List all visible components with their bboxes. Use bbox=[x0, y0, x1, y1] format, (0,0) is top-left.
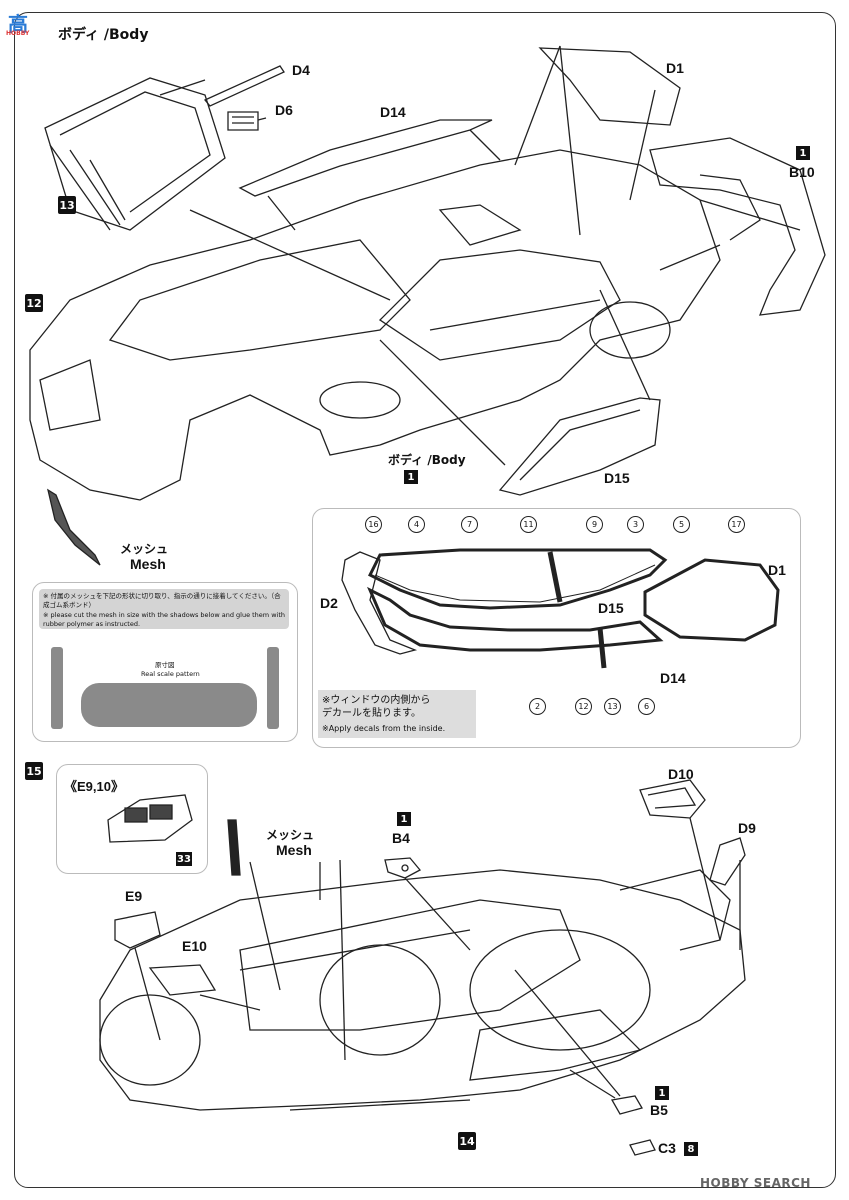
b4-sub-badge: 1 bbox=[397, 812, 411, 826]
section-title: ボディ /Body bbox=[58, 27, 149, 43]
decal-3: 3 bbox=[627, 516, 644, 533]
label-b10: B10 bbox=[789, 164, 815, 180]
part-d4 bbox=[205, 66, 284, 106]
window-d1 bbox=[645, 560, 778, 640]
decal-2: 2 bbox=[529, 698, 546, 715]
pattern-label-jp: 原寸図 bbox=[155, 661, 175, 669]
decal-9: 9 bbox=[586, 516, 603, 533]
mesh-pattern-left bbox=[51, 647, 63, 729]
logo-subtext: HOBBY bbox=[6, 30, 30, 37]
decal-13: 13 bbox=[604, 698, 621, 715]
part-d6 bbox=[228, 112, 258, 130]
decal-7: 7 bbox=[461, 516, 478, 533]
label-b5: B5 bbox=[650, 1102, 668, 1118]
mesh-strip-12 bbox=[48, 490, 100, 565]
b10-sub-badge: 1 bbox=[796, 146, 810, 160]
part-d15-window bbox=[500, 398, 660, 495]
page-frame bbox=[14, 12, 836, 1188]
label-d14: D14 bbox=[380, 104, 406, 120]
step-13-badge: 13 bbox=[58, 196, 76, 214]
decal-17: 17 bbox=[728, 516, 745, 533]
c3-sub-badge: 8 bbox=[684, 1142, 698, 1156]
part-c3 bbox=[630, 1140, 655, 1155]
label-d1: D1 bbox=[666, 60, 684, 76]
window-decal-panel bbox=[312, 508, 801, 748]
decal-6: 6 bbox=[638, 698, 655, 715]
part-d10 bbox=[640, 780, 705, 818]
window-d2 bbox=[342, 552, 415, 654]
label-d10: D10 bbox=[668, 766, 694, 782]
label-d15-panel: D15 bbox=[598, 600, 624, 616]
inset-e910-title: 《E9,10》 bbox=[64, 779, 124, 794]
pattern-label-en: Real scale pattern bbox=[141, 670, 200, 678]
decal-note-jp: ※ウィンドウの内側から デカールを貼ります。 bbox=[322, 695, 431, 719]
watermark: HOBBY SEARCH bbox=[700, 1176, 811, 1190]
part-b4 bbox=[385, 858, 420, 878]
label-d2: D2 bbox=[320, 595, 338, 611]
label-d14-panel: D14 bbox=[660, 670, 686, 686]
label-c3: C3 bbox=[658, 1140, 676, 1156]
part-d9 bbox=[710, 838, 745, 885]
mesh-note-bg bbox=[39, 589, 289, 629]
label-d6: D6 bbox=[275, 102, 293, 118]
mesh-label-jp-15: メッシュ bbox=[266, 828, 315, 842]
car-underbody-outline bbox=[100, 870, 745, 1110]
mesh-strip-15 bbox=[228, 820, 240, 875]
site-logo: 高 HOBBY bbox=[6, 8, 42, 38]
mesh-pattern-right bbox=[267, 647, 279, 729]
mesh-note-panel: ※ 付属のメッシュを下記の形状に切り取り、指示の通りに接着してください。（合成ゴ… bbox=[32, 582, 298, 742]
mesh-note-en: ※ please cut the mesh in size with the s… bbox=[43, 611, 285, 628]
mesh-pattern-center bbox=[81, 683, 257, 727]
label-body: ボディ /Body bbox=[388, 453, 466, 467]
decal-note-en: ※Apply decals from the inside. bbox=[322, 724, 446, 733]
window-d14 bbox=[370, 590, 660, 650]
decal-5: 5 bbox=[673, 516, 690, 533]
decal-16: 16 bbox=[365, 516, 382, 533]
decal-4: 4 bbox=[408, 516, 425, 533]
step-14-badge: 14 bbox=[458, 1132, 476, 1150]
mesh-note-jp: ※ 付属のメッシュを下記の形状に切り取り、指示の通りに接着してください。（合成ゴ… bbox=[43, 592, 281, 609]
window-d15 bbox=[370, 550, 665, 608]
part-e9 bbox=[115, 912, 160, 948]
step-12-badge: 12 bbox=[25, 294, 43, 312]
inset-e910 bbox=[56, 764, 208, 874]
part-b10-bumper bbox=[650, 138, 825, 315]
mesh-label-en-15: Mesh bbox=[276, 842, 312, 858]
part-d14-strip bbox=[240, 120, 492, 196]
label-b4: B4 bbox=[392, 830, 410, 846]
inset-e910-part bbox=[108, 795, 192, 842]
decal-12: 12 bbox=[575, 698, 592, 715]
b5-sub-badge: 1 bbox=[655, 1086, 669, 1100]
body-sub-badge: 1 bbox=[404, 470, 418, 484]
part-b5 bbox=[612, 1096, 642, 1114]
part-d1-window bbox=[540, 48, 680, 125]
mesh-label-jp: メッシュ bbox=[120, 542, 169, 556]
car-body-outline bbox=[30, 150, 720, 500]
label-d4: D4 bbox=[292, 62, 310, 78]
label-d9: D9 bbox=[738, 820, 756, 836]
part-e10 bbox=[150, 965, 215, 995]
label-d1-panel: D1 bbox=[768, 562, 786, 578]
step-15-badge: 15 bbox=[25, 762, 43, 780]
label-e9: E9 bbox=[125, 888, 143, 904]
decal-note-box bbox=[318, 690, 476, 738]
label-d15: D15 bbox=[604, 470, 630, 486]
label-e10: E10 bbox=[182, 938, 207, 954]
mesh-label-en: Mesh bbox=[130, 556, 166, 572]
logo-text: 高 bbox=[8, 12, 28, 36]
inset-e910-badge: 33 bbox=[176, 852, 192, 866]
decal-11: 11 bbox=[520, 516, 537, 533]
